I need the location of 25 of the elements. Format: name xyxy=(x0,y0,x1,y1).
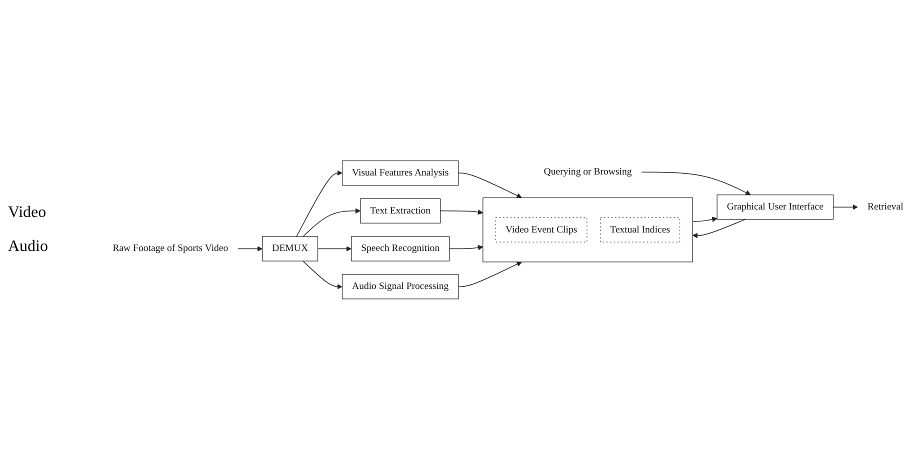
arrow xyxy=(692,216,718,222)
node-box: DEMUX xyxy=(262,236,318,262)
arrow xyxy=(641,172,751,196)
arrow xyxy=(440,210,484,215)
node-box: Audio Signal Processing xyxy=(342,274,459,300)
arrow xyxy=(832,204,858,210)
node-box: Visual Features Analysis xyxy=(342,160,459,186)
branch-label: Audio xyxy=(8,238,49,256)
arrow xyxy=(302,208,361,238)
node-text: Raw Footage of Sports Video xyxy=(112,243,228,254)
node-box: Speech Recognition xyxy=(351,236,450,262)
node-text: Retrieval xyxy=(867,202,904,212)
branch-label: Video xyxy=(8,204,48,222)
arrow xyxy=(238,246,263,252)
arrow xyxy=(458,262,522,288)
arrow xyxy=(302,260,342,290)
arrow xyxy=(692,219,746,238)
arrow xyxy=(317,246,352,252)
arrow xyxy=(296,170,342,238)
arrow xyxy=(458,172,522,198)
arrow xyxy=(449,245,484,250)
cluster xyxy=(482,198,693,262)
node-box: Text Extraction xyxy=(360,198,441,224)
node-text: Querying or Browsing xyxy=(544,166,632,178)
node-box: Graphical User Interface xyxy=(716,194,834,220)
